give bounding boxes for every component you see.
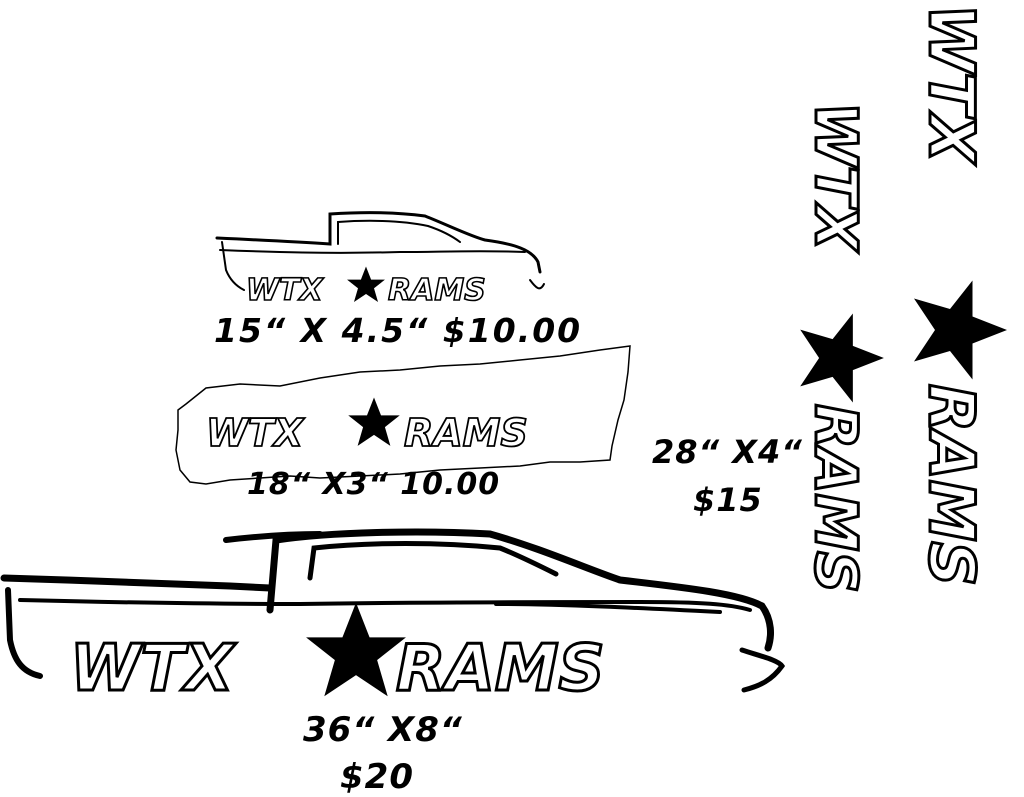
logo-text-wtx: WTX [70, 632, 236, 706]
truck-decal-small: WTX RAMS [215, 211, 545, 309]
star-icon [347, 267, 385, 302]
wtx-rams-logo-small: WTX RAMS [245, 267, 487, 309]
size-label-large-truck: 36“ X8“ [303, 710, 463, 750]
vertical-decal-left: WTX RAMS [800, 101, 884, 595]
truck-decal-large: WTX RAMS [0, 528, 786, 708]
logo-text-rams: RAMS [404, 411, 528, 455]
logo-text-rams: RAMS [388, 273, 486, 308]
logo-text-rams: RAMS [396, 632, 605, 706]
price-label-large-truck: $20 [340, 757, 414, 797]
wtx-rams-logo-medium: WTX RAMS [205, 397, 529, 456]
logo-text-wtx: WTX [802, 102, 870, 254]
logo-text-rams: RAMS [802, 404, 870, 593]
size-label-vertical: 28“ X4“ [652, 433, 803, 471]
star-icon [800, 313, 884, 403]
logo-text-wtx: WTX [206, 411, 305, 455]
wtx-rams-logo-large: WTX RAMS [69, 603, 606, 708]
star-icon [348, 397, 400, 446]
state-decal: WTX RAMS [175, 345, 631, 485]
star-icon [914, 280, 1007, 380]
price-label-vertical: $15 [693, 481, 763, 519]
logo-text-wtx: WTX [915, 4, 988, 166]
price-label-small-truck: 15“ X 4.5“ $10.00 [214, 311, 583, 350]
vertical-decal-right: WTX RAMS [914, 3, 1007, 588]
price-label-state: 18“ X3“ 10.00 [247, 467, 501, 502]
star-icon [307, 603, 405, 696]
logo-text-rams: RAMS [915, 384, 988, 586]
logo-text-wtx: WTX [246, 273, 325, 308]
